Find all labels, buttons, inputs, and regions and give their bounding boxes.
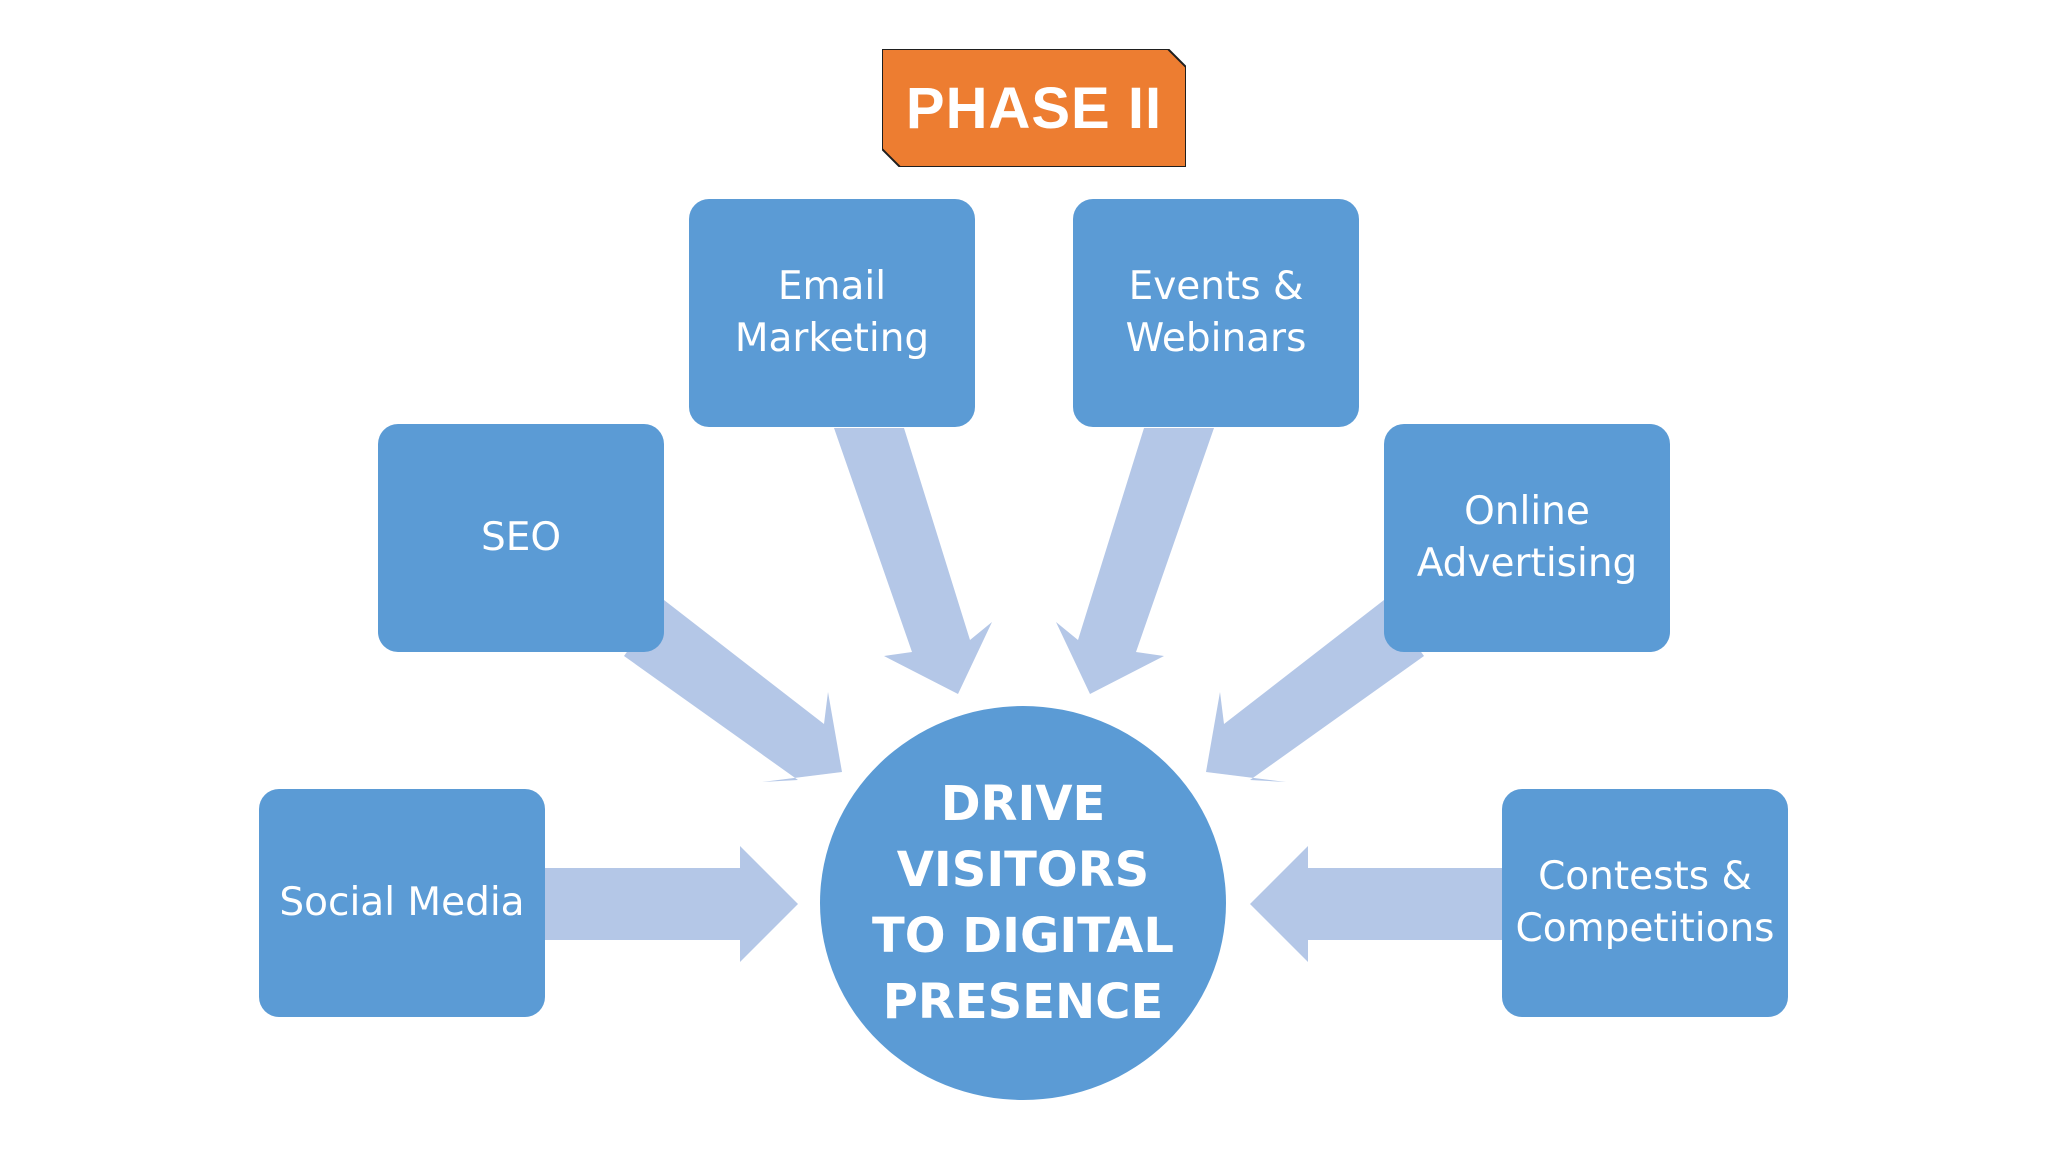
- arrow-contests: [1250, 846, 1503, 962]
- hub-circle: DRIVE VISITORS TO DIGITAL PRESENCE: [820, 706, 1226, 1100]
- node-online-advertising: Online Advertising: [1384, 424, 1670, 652]
- hub-label: DRIVE VISITORS TO DIGITAL PRESENCE: [872, 776, 1174, 1030]
- node-events-webinars: Events & Webinars: [1073, 199, 1359, 427]
- arrow-social-media: [545, 846, 798, 962]
- arrow-events-webinars: [1056, 428, 1214, 694]
- node-contests-competitions-label: Contests & Competitions: [1515, 854, 1775, 951]
- node-seo: SEO: [378, 424, 664, 652]
- node-events-webinars-label: Events & Webinars: [1125, 264, 1307, 361]
- arrow-seo: [624, 600, 842, 782]
- phase-label: PHASE II: [905, 75, 1163, 141]
- arrow-email-marketing: [834, 428, 992, 694]
- node-email-marketing: Email Marketing: [689, 199, 975, 427]
- node-email-marketing-label: Email Marketing: [734, 264, 930, 361]
- phase-tag: PHASE II: [882, 49, 1186, 167]
- phase-tag-shape: [882, 49, 1186, 167]
- node-seo-label: SEO: [480, 515, 562, 560]
- node-online-advertising-label: Online Advertising: [1416, 489, 1638, 586]
- node-contests-competitions: Contests & Competitions: [1502, 789, 1788, 1017]
- node-social-media-label: Social Media: [279, 880, 525, 925]
- arrow-online-advertising: [1206, 600, 1424, 782]
- node-social-media: Social Media: [259, 789, 545, 1017]
